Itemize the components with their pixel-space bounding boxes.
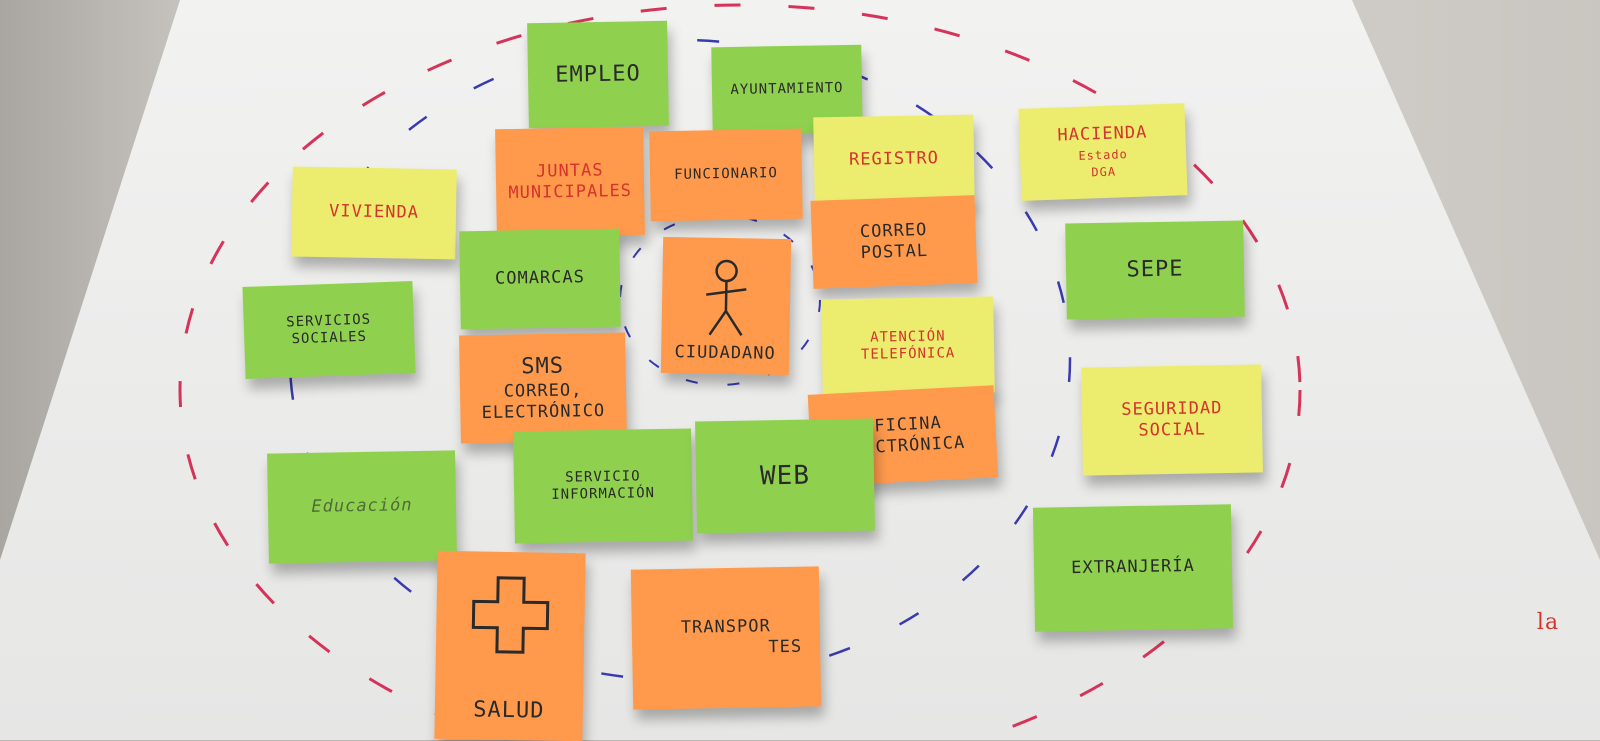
note-sms-label: SMS — [521, 353, 565, 380]
note-juntas-line2: MUNICIPALES — [508, 180, 633, 204]
note-atencion-line2: TELEFÓNICA — [860, 345, 956, 363]
outer-ring — [178, 3, 1302, 740]
note-ciudadano: CIUDADANO — [660, 236, 792, 376]
note-hacienda: HACIENDA Estado DGA — [1018, 103, 1188, 201]
note-sepe-label: SEPE — [1126, 256, 1184, 283]
note-hacienda-sub2: DGA — [1091, 164, 1117, 180]
note-registro: REGISTRO — [813, 114, 975, 206]
note-transportes-line1: TRANSPOR — [680, 615, 771, 638]
note-juntas-line1: JUNTAS — [535, 160, 604, 182]
note-atencion-telefonica: ATENCIÓN TELEFÓNICA — [821, 296, 995, 396]
note-ciudadano-label: CIUDADANO — [674, 341, 776, 364]
note-seguridad-line2: SOCIAL — [1138, 419, 1207, 441]
note-transportes: TRANSPOR TES — [630, 566, 822, 710]
stick-figure-icon — [706, 259, 747, 336]
note-salud: SALUD — [434, 550, 586, 741]
note-seguridad-line1: SEGURIDAD — [1121, 397, 1223, 420]
note-juntas-municipales: JUNTAS MUNICIPALES — [495, 126, 645, 238]
note-educacion-label: Educación — [311, 495, 413, 518]
note-web-label: WEB — [759, 460, 811, 492]
note-vivienda: VIVIENDA — [291, 166, 457, 260]
note-servicios-sociales-line2: SOCIALES — [291, 328, 368, 348]
note-servicios-sociales: SERVICIOS SOCIALES — [242, 281, 416, 379]
note-correo-electronico-line1: CORREO, — [503, 379, 583, 402]
note-servicio-info-line1: SERVICIO — [564, 467, 641, 486]
note-servicio-info-line2: INFORMACIÓN — [551, 485, 656, 503]
note-correo-postal: CORREO POSTAL — [810, 195, 978, 289]
note-vivienda-label: VIVIENDA — [328, 201, 420, 224]
note-servicio-informacion: SERVICIO INFORMACIÓN — [513, 428, 693, 544]
note-correo-electronico-line2: ELECTRÓNICO — [481, 400, 606, 423]
note-seguridad-social: SEGURIDAD SOCIAL — [1081, 364, 1263, 476]
inner-ring — [619, 214, 821, 386]
note-sms-correo: SMS CORREO, ELECTRÓNICO — [459, 332, 627, 444]
note-salud-label: SALUD — [473, 696, 545, 724]
note-funcionario: FUNCIONARIO — [649, 128, 803, 222]
note-comarcas: COMARCAS — [459, 228, 621, 330]
margin-handwriting-text: la — [1536, 610, 1560, 636]
note-extranjeria-label: EXTRANJERÍA — [1071, 556, 1195, 579]
note-correo-postal-line2: POSTAL — [860, 240, 929, 264]
note-comarcas-label: COMARCAS — [494, 267, 586, 290]
note-funcionario-label: FUNCIONARIO — [673, 165, 778, 184]
note-hacienda-sub1: Estado — [1078, 146, 1128, 163]
note-atencion-line1: ATENCIÓN — [869, 327, 946, 346]
note-registro-label: REGISTRO — [848, 148, 940, 171]
margin-handwriting: la — [1518, 598, 1578, 648]
note-transportes-line2: TES — [768, 636, 803, 658]
note-correo-postal-line1: CORREO — [859, 219, 928, 242]
note-empleo-label: EMPLEO — [555, 61, 641, 88]
note-hacienda-label: HACIENDA — [1057, 122, 1148, 146]
note-empleo: EMPLEO — [527, 20, 669, 129]
note-sepe: SEPE — [1065, 220, 1245, 320]
note-extranjeria: EXTRANJERÍA — [1032, 504, 1234, 632]
note-educacion: Educación — [267, 450, 457, 564]
note-ayuntamiento-label: AYUNTAMIENTO — [730, 80, 844, 99]
medical-cross-icon — [471, 576, 550, 654]
note-web: WEB — [695, 418, 875, 534]
